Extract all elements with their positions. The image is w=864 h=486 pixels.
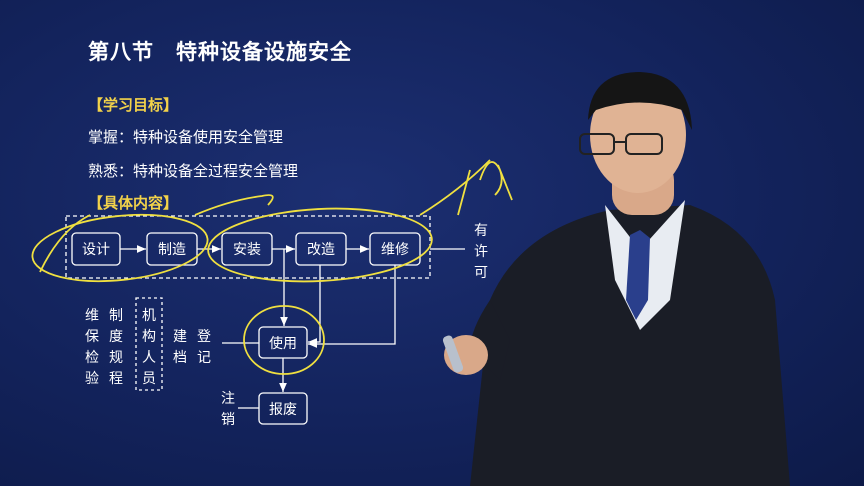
register-char: 登 (197, 329, 211, 345)
rules-char: 度 (109, 329, 123, 345)
maintenance-char: 检 (85, 350, 99, 366)
org-dashed-frame (135, 297, 163, 391)
stage-repair: 维修 (381, 242, 409, 258)
handwritten-annotations (31, 159, 513, 375)
archive-char: 建 (173, 329, 187, 345)
org-char: 人 (142, 350, 156, 366)
permit-char: 可 (474, 265, 488, 281)
objective-master: 掌握：特种设备使用安全管理 (88, 128, 284, 146)
rules-char: 规 (109, 350, 123, 366)
stage-manufacture: 制造 (158, 242, 186, 258)
rules-char: 程 (109, 371, 123, 387)
stage-modify: 改造 (307, 242, 335, 258)
slide-title: 第八节 特种设备设施安全 (88, 40, 352, 64)
register-char: 记 (197, 350, 211, 366)
permit-char: 有 (474, 223, 488, 239)
stage-install: 安装 (233, 242, 261, 258)
maintenance-char: 保 (85, 329, 99, 345)
maintenance-char: 维 (85, 308, 99, 324)
rules-char: 制 (109, 308, 123, 324)
cancel-char: 销 (221, 412, 235, 428)
objectives-heading: 【学习目标】 (88, 96, 179, 114)
org-char: 机 (142, 308, 156, 324)
glasses-icon (579, 133, 663, 155)
content-heading: 【具体内容】 (88, 194, 179, 212)
org-char: 员 (142, 371, 156, 387)
use-label: 使用 (269, 335, 297, 352)
objective-familiar: 熟悉：特种设备全过程安全管理 (88, 162, 299, 180)
archive-char: 档 (173, 350, 187, 366)
permit-char: 许 (474, 244, 488, 260)
scrap-label: 报废 (269, 402, 297, 418)
org-char: 构 (142, 329, 156, 345)
maintenance-char: 验 (85, 371, 99, 387)
stage-design: 设计 (82, 242, 110, 258)
cancel-char: 注 (221, 391, 235, 407)
